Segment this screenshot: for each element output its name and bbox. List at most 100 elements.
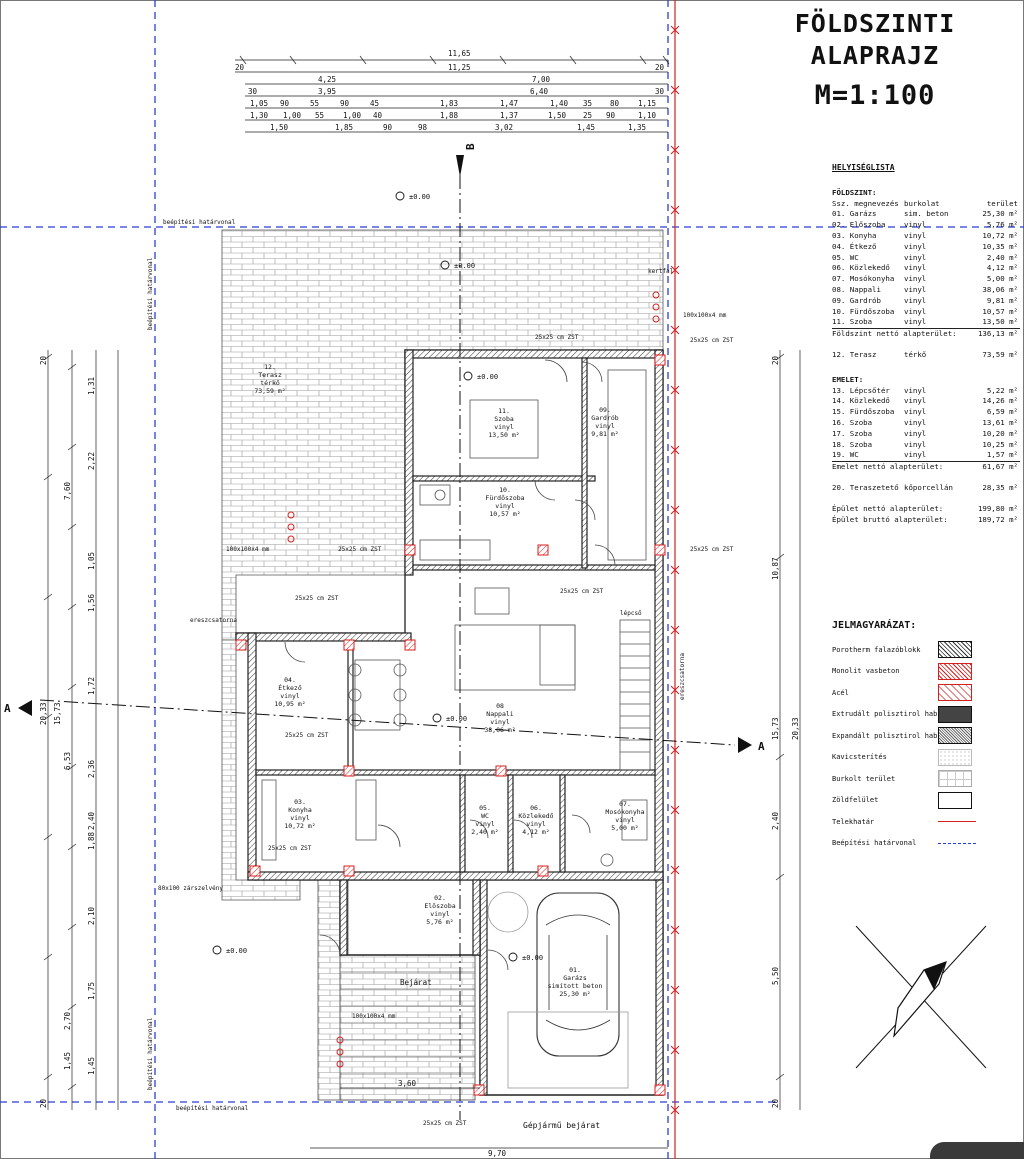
svg-text:73,59 m²: 73,59 m²: [254, 387, 285, 395]
dim-r5-10: 1,15: [638, 99, 656, 108]
dim-r6-5: 1,88: [440, 111, 459, 120]
flag-label: kertfal: [648, 268, 674, 275]
furniture: [261, 369, 651, 1089]
svg-text:vinyl: vinyl: [595, 422, 615, 430]
dim-mid-9: 1,75: [87, 982, 96, 1000]
dim-r5-5: 1,83: [440, 99, 458, 108]
svg-text:13,50 m²: 13,50 m²: [488, 431, 519, 439]
boundary-top-label: beépítési határvonal: [163, 219, 236, 226]
dim-r6-3: 1,00: [343, 111, 362, 120]
svg-text:38,06 m²: 38,06 m²: [484, 726, 515, 734]
svg-text:4,12 m²: 4,12 m²: [522, 828, 549, 836]
dim-r6-8: 25: [583, 111, 592, 120]
pipe-label-1: 100x100x4 mm: [683, 312, 727, 319]
dim-mid-10: 1,45: [87, 1057, 96, 1075]
level-label-3: ±0.00: [446, 715, 467, 723]
dim-left-end-bottom: 20: [39, 1098, 48, 1108]
legend-item-property-line: Telekhatár: [832, 811, 1022, 833]
svg-text:08: 08: [496, 702, 504, 710]
svg-text:07.: 07.: [619, 800, 631, 808]
dim-mid-5: 1,72: [87, 677, 96, 695]
dim-r5-0: 1,05: [250, 99, 268, 108]
dim-right-1: 10,87: [771, 557, 780, 580]
legend-heading: JELMAGYARÁZAT:: [832, 620, 917, 631]
dim-left-inner: 15,73: [53, 702, 62, 725]
north-arrow: [855, 925, 987, 1069]
svg-text:Konyha: Konyha: [288, 806, 312, 814]
dim-r6-9: 90: [606, 111, 616, 120]
dim-left-end-top: 20: [39, 355, 48, 365]
dim-mid-6: 2,36: [87, 759, 96, 778]
dim-mid-0: 1,31: [87, 377, 96, 395]
dim-end-left: 20: [235, 63, 245, 72]
dim-r4-1: 3,95: [318, 87, 336, 96]
column-label-5: 25x25 cm ZST: [560, 588, 604, 595]
corner-tab: [930, 1142, 1024, 1159]
dim-mid-7: 2,40: [87, 811, 96, 830]
svg-text:10,72 m²: 10,72 m²: [284, 822, 315, 830]
drawing-title: FÖLDSZINTI ALAPRAJZ: [794, 9, 956, 70]
legend: JELMAGYARÁZAT: Porotherm falazóblokk Mon…: [832, 620, 1022, 854]
column-label-7: 25x25 cm ZST: [285, 732, 329, 739]
column-label-4: 25x25 cm ZST: [690, 546, 734, 553]
svg-text:10.: 10.: [499, 486, 511, 494]
svg-text:03.: 03.: [294, 798, 306, 806]
dim-right-inner: 15,73: [771, 717, 780, 740]
dim-r4-3: 30: [655, 87, 665, 96]
svg-text:simított beton: simított beton: [548, 982, 603, 990]
drain-markers: [287, 291, 660, 1068]
dim-left-part: 4,25: [318, 75, 336, 84]
section-b: B: [464, 143, 477, 150]
dim-r6-2: 55: [315, 111, 324, 120]
door-swings: [284, 359, 616, 971]
drawing-scale: M=1:100: [814, 80, 936, 111]
svg-text:12.: 12.: [264, 363, 276, 371]
svg-text:06.: 06.: [530, 804, 542, 812]
svg-text:05.: 05.: [479, 804, 491, 812]
dim-r5-1: 90: [280, 99, 290, 108]
dim-mid-8: 2,10: [87, 906, 96, 925]
dim-mid-1: 2,22: [87, 452, 96, 470]
dim-mid-2: 1,88: [87, 831, 96, 850]
dim-r7-3: 98: [418, 123, 428, 132]
svg-text:Garázs: Garázs: [563, 974, 587, 982]
svg-text:vinyl: vinyl: [526, 820, 546, 828]
legend-item-green: Zöldfelület: [832, 790, 1022, 812]
column-label-2: 25x25 cm ZST: [690, 337, 734, 344]
columns: [235, 354, 666, 1096]
svg-text:vinyl: vinyl: [495, 502, 515, 510]
dim-bottom-entry: 3,60: [398, 1079, 417, 1088]
svg-text:01.: 01.: [569, 966, 581, 974]
svg-text:vinyl: vinyl: [290, 814, 310, 822]
dim-r5-4: 45: [370, 99, 379, 108]
legend-item-concrete: Monolit vasbeton: [832, 661, 1022, 683]
dim-r6-0: 1,30: [250, 111, 269, 120]
svg-text:térkő: térkő: [260, 378, 280, 387]
dim-mid-4: 1,56: [87, 593, 96, 612]
dim-r6-10: 1,10: [638, 111, 657, 120]
legend-item-eps: Expandált polisztirol hab: [832, 725, 1022, 747]
svg-text:2,40 m²: 2,40 m²: [471, 828, 498, 836]
column-label-8: 25x25 cm ZST: [268, 845, 312, 852]
level-label-1: ±0.00: [409, 193, 430, 201]
section-a-left: A: [4, 702, 11, 715]
svg-text:10,95 m²: 10,95 m²: [274, 700, 305, 708]
